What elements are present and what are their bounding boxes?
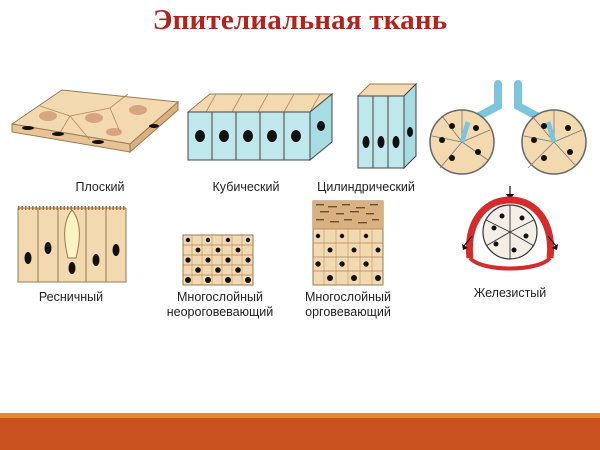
stratified-nonkeratinized-illustration bbox=[182, 234, 254, 286]
label-stratified-nonkeratinized-line2: неороговевающий bbox=[166, 305, 274, 319]
glandular-vessel-illustration bbox=[462, 186, 558, 271]
label-cylindrical: Цилиндрический bbox=[317, 180, 415, 194]
flat-epithelium-illustration bbox=[10, 89, 180, 154]
slide-title: Эпителиальная ткань bbox=[152, 4, 448, 36]
label-cubic: Кубический bbox=[212, 180, 280, 194]
footer-bar bbox=[0, 418, 600, 450]
label-stratified-nonkeratinized: Многослойный неороговевающий bbox=[158, 290, 282, 320]
cylindrical-epithelium-illustration bbox=[356, 82, 418, 170]
glandular-acini-illustration bbox=[429, 80, 587, 175]
cubic-epithelium-illustration bbox=[186, 92, 334, 162]
label-stratified-nonkeratinized-line1: Многослойный bbox=[177, 290, 263, 304]
label-ciliated: Ресничный bbox=[38, 290, 104, 304]
stratified-keratinized-illustration bbox=[312, 200, 384, 286]
label-stratified-keratinized: Многослойный орговевающий bbox=[286, 290, 410, 320]
label-flat: Плоский bbox=[75, 180, 125, 194]
ciliated-epithelium-illustration bbox=[17, 206, 127, 283]
label-glandular: Железистый bbox=[473, 286, 547, 300]
label-stratified-keratinized-line1: Многослойный bbox=[305, 290, 391, 304]
footer-bar-accent bbox=[0, 413, 600, 418]
label-stratified-keratinized-line2: орговевающий bbox=[305, 305, 391, 319]
